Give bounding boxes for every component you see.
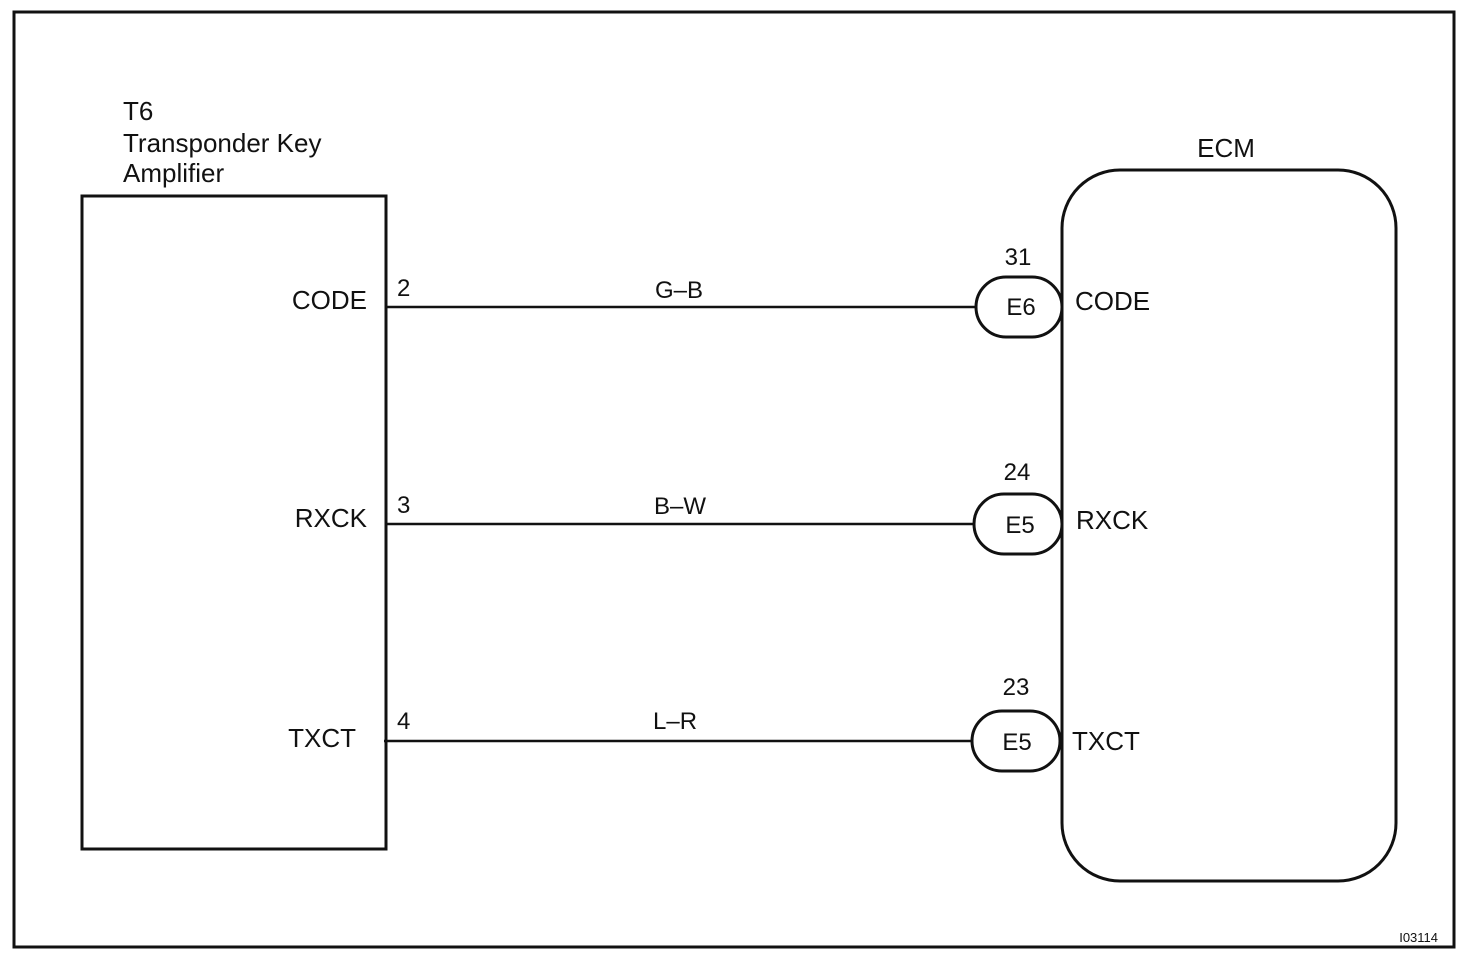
amp-pin-number: 4 [397,708,410,735]
amp-terminal-label: RXCK [295,503,368,533]
ecm-pin-number: 24 [1004,459,1031,486]
wire-color-label: B–W [654,493,706,520]
circuit-txct: TXCT 4 L–R 23 E5 TXCT [288,674,1140,773]
ecm-terminal-label: CODE [1075,286,1150,316]
ecm-terminal-label: TXCT [1072,726,1140,756]
amp-terminal-label: CODE [292,285,367,315]
ecm-connector-label: E5 [1005,512,1034,539]
wire-color-label: L–R [653,708,697,735]
diagram-frame [12,10,1456,949]
amplifier-name-line1: Transponder Key [123,128,321,158]
ecm-label: ECM [1197,133,1255,163]
ecm-connector-label: E6 [1006,294,1035,321]
figure-id: I03114 [1399,930,1438,945]
ecm-connector [972,492,1064,556]
circuit-code: CODE 2 G–B 31 E6 CODE [292,244,1150,339]
ecm-terminal-label: RXCK [1076,505,1149,535]
wire-color-label: G–B [655,277,703,304]
ecm-pin-number: 23 [1003,674,1030,701]
amp-terminal-label: TXCT [288,723,356,753]
amplifier-code: T6 [123,96,153,126]
amplifier-box [80,194,388,851]
amplifier-name-line2: Amplifier [123,158,224,188]
ecm-connector-label: E5 [1002,729,1031,756]
amp-pin-number: 3 [397,492,410,519]
ecm-connector [970,709,1062,773]
ecm-pin-number: 31 [1005,244,1032,271]
ecm-connector [974,275,1064,339]
circuit-rxck: RXCK 3 B–W 24 E5 RXCK [295,459,1149,556]
amp-pin-number: 2 [397,275,410,302]
transponder-key-amplifier: T6 Transponder Key Amplifier [80,96,388,851]
